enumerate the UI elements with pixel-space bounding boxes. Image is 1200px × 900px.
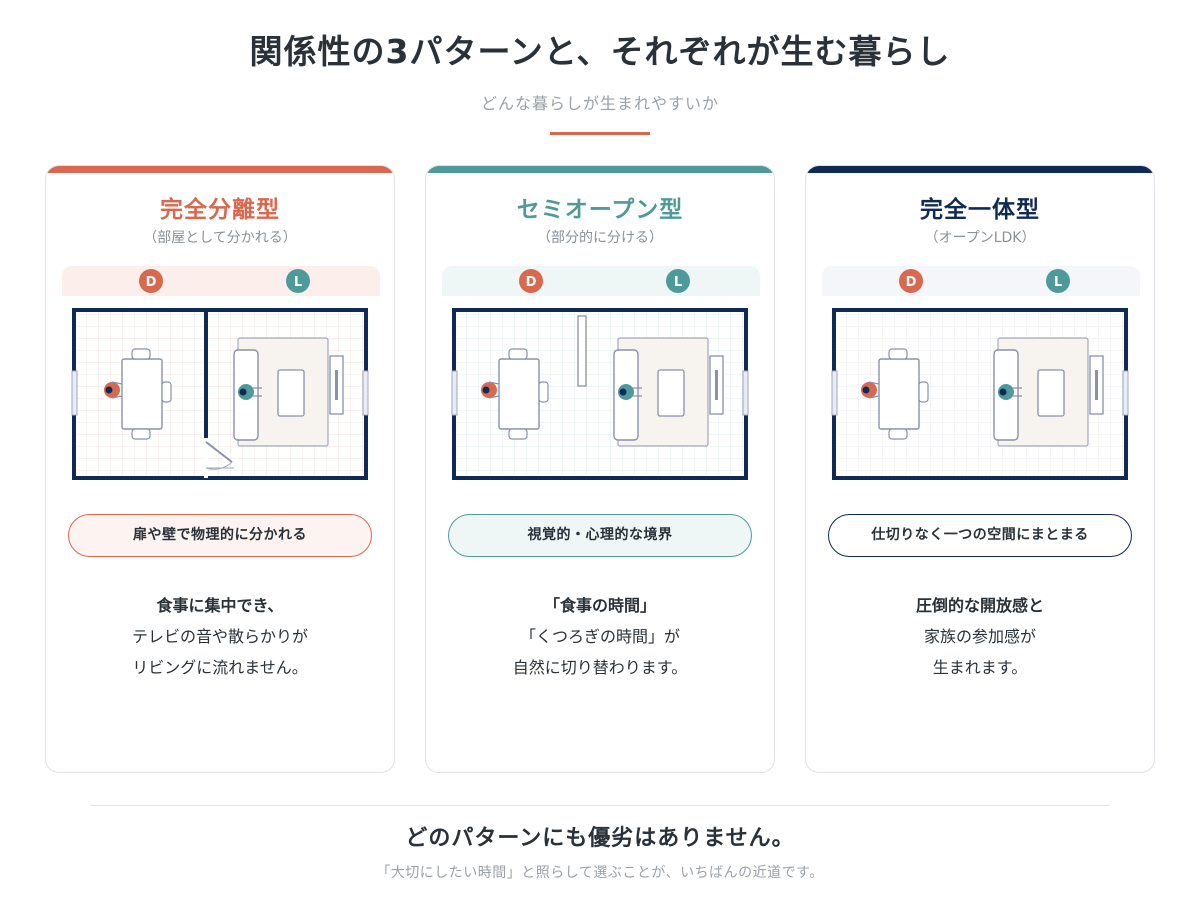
coffee-table: [657, 369, 685, 417]
tv-icon: [1095, 370, 1098, 400]
tv-icon: [335, 370, 338, 400]
badge-living-label: L: [674, 275, 682, 290]
pattern-tag: 扉や壁で物理的に分かれる: [68, 514, 372, 557]
badge-living: [1046, 269, 1070, 293]
card-title: 完全一体型: [920, 197, 1040, 223]
chair: [161, 381, 172, 403]
chair: [131, 348, 151, 360]
window: [1122, 370, 1129, 416]
badge-dining-label: D: [146, 275, 157, 290]
chair: [508, 428, 528, 440]
partition-shelf: [577, 315, 587, 387]
window: [831, 370, 838, 416]
header: 関係性の3パターンと、それぞれが生む暮らし どんな暮らしが生まれやすいか: [0, 28, 1200, 135]
dining-table: [878, 358, 920, 430]
badge-dining: [139, 269, 163, 293]
coffee-table: [1037, 369, 1065, 417]
dining-table-set: [481, 348, 549, 440]
desc-line: 食事に集中でき、: [156, 596, 284, 615]
plan-header-band: [822, 266, 1140, 296]
page-title: 関係性の3パターンと、それぞれが生む暮らし: [249, 32, 951, 71]
pattern-tag: 視覚的・心理的な境界: [448, 514, 752, 557]
desc-line: 「食事の時間」: [543, 596, 656, 615]
coffee-table: [277, 369, 305, 417]
footer-divider: [90, 805, 1110, 806]
dining-table-set: [104, 348, 172, 440]
badge-dining-label: D: [906, 275, 917, 290]
living-set: [233, 337, 344, 447]
title-underline: [550, 132, 650, 135]
chair: [918, 381, 929, 403]
chair: [131, 428, 151, 440]
chair: [538, 381, 549, 403]
window: [451, 370, 458, 416]
desc-line: テレビの音や散らかりが: [131, 627, 308, 646]
plan-header-band: [62, 266, 380, 296]
badge-living-label: L: [294, 275, 302, 290]
floor-plan-drawing: D L: [62, 266, 380, 492]
badge-living-label: L: [1054, 275, 1062, 290]
chair: [888, 428, 908, 440]
card-title: 完全分離型: [160, 197, 280, 223]
desc-line: 自然に切り替わります。: [512, 658, 688, 677]
page-subtitle: どんな暮らしが生まれやすいか: [480, 94, 719, 113]
card-subtitle: （オープンLDK）: [924, 230, 1036, 246]
badge-dining-label: D: [526, 275, 537, 290]
card-accent-bar: [806, 166, 1154, 173]
badge-living: [666, 269, 690, 293]
chair: [508, 348, 528, 360]
badge-living: [286, 269, 310, 293]
tv-icon: [715, 370, 718, 400]
card-description: 「食事の時間」 「くつろぎの時間」が 自然に切り替わります。: [426, 590, 774, 683]
card-title: セミオープン型: [516, 197, 684, 223]
card-description: 圧倒的な開放感と 家族の参加感が 生まれます。: [806, 590, 1154, 683]
card-separated: 完全分離型 （部屋として分かれる）: [45, 165, 395, 773]
desc-line: 圧倒的な開放感と: [915, 596, 1044, 615]
floor-plan: D L: [62, 266, 380, 492]
dining-table: [498, 358, 540, 430]
card-accent-bar: [426, 166, 774, 173]
chair: [888, 348, 908, 360]
floor-plan: D L: [442, 266, 760, 492]
desc-line: リビングに流れません。: [132, 658, 308, 677]
footer-subtitle: 「大切にしたい時間」と照らして選ぶことが、いちばんの近道です。: [376, 865, 824, 881]
pattern-cards: 完全分離型 （部屋として分かれる）: [45, 165, 1155, 773]
card-subtitle: （部分的に分ける）: [537, 230, 663, 246]
card-description: 食事に集中でき、 テレビの音や散らかりが リビングに流れません。: [46, 590, 394, 683]
card-accent-bar: [46, 166, 394, 173]
dining-table: [121, 358, 163, 430]
dining-table-set: [861, 348, 929, 440]
window: [362, 370, 369, 416]
footer-title: どのパターンにも優劣はありません。: [405, 826, 795, 851]
window: [742, 370, 749, 416]
floor-plan-drawing: D L: [822, 266, 1140, 492]
desc-line: 「くつろぎの時間」が: [519, 627, 680, 646]
window: [71, 370, 78, 416]
plan-header-band: [442, 266, 760, 296]
badge-dining: [519, 269, 543, 293]
desc-line: 家族の参加感が: [923, 627, 1036, 646]
card-open-ldk: 完全一体型 （オープンLDK）: [805, 165, 1155, 773]
door-icon: [204, 438, 234, 478]
desc-line: 生まれます。: [932, 658, 1028, 677]
card-subtitle: （部屋として分かれる）: [143, 230, 297, 246]
floor-plan: D L: [822, 266, 1140, 492]
living-set: [993, 337, 1104, 447]
floor-plan-drawing: D L: [442, 266, 760, 492]
card-semi-open: セミオープン型 （部分的に分ける）: [425, 165, 775, 773]
pattern-tag: 仕切りなく一つの空間にまとまる: [828, 514, 1132, 557]
badge-dining: [899, 269, 923, 293]
living-set: [613, 337, 724, 447]
